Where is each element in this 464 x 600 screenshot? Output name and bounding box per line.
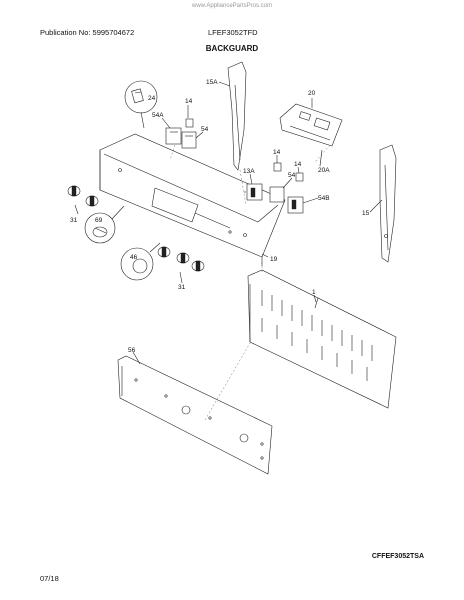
model-number: LFEF3052TFD (208, 28, 258, 37)
publication-number: Publication No: 5995704672 (40, 28, 135, 37)
rear-panel-vents (261, 290, 373, 381)
label-20a: 20A (318, 167, 330, 174)
label-19: 19 (270, 256, 278, 263)
knobs-left (67, 185, 99, 215)
knobs-bottom (157, 246, 205, 284)
label-46: 46 (130, 254, 138, 261)
label-13a: 13A (243, 168, 255, 175)
diagram-code: CFFEF3052TSA (371, 553, 424, 560)
watermark: www.AppliancePartsPros.com (191, 3, 273, 9)
part-labels: 24 14 54A 54 15A 20 20A 14 14 13A 54 54B… (70, 79, 370, 354)
label-69: 69 (95, 217, 103, 224)
label-54-right: 54 (288, 172, 296, 179)
label-1: 1 (312, 289, 316, 296)
label-14-top: 14 (185, 98, 193, 105)
label-24: 24 (148, 95, 156, 102)
label-15a: 15A (206, 79, 218, 86)
label-15: 15 (362, 210, 370, 217)
relay-inset (124, 80, 158, 129)
label-14-right: 14 (294, 161, 302, 168)
label-14-mid: 14 (273, 149, 281, 156)
lower-panel (117, 342, 273, 475)
control-board (279, 103, 343, 163)
label-31-left: 31 (70, 217, 78, 224)
leader-lines (161, 81, 383, 303)
end-cap-right (379, 144, 397, 263)
revision-date: 07/18 (40, 574, 59, 583)
backguard-panel (99, 133, 286, 266)
end-cap-left (227, 61, 247, 206)
switch-group-left (165, 118, 197, 161)
label-20: 20 (308, 90, 316, 97)
label-31-bottom: 31 (178, 284, 186, 291)
knob-insert-inset (120, 242, 161, 281)
label-54-left: 54 (201, 126, 209, 133)
label-54b: 54B (318, 195, 330, 202)
label-54a: 54A (152, 112, 164, 119)
rear-panel (247, 262, 397, 409)
label-56: 56 (128, 347, 136, 354)
light-socket-inset (84, 205, 125, 244)
switch-group-right (244, 162, 304, 214)
section-title: BACKGUARD (205, 44, 259, 53)
